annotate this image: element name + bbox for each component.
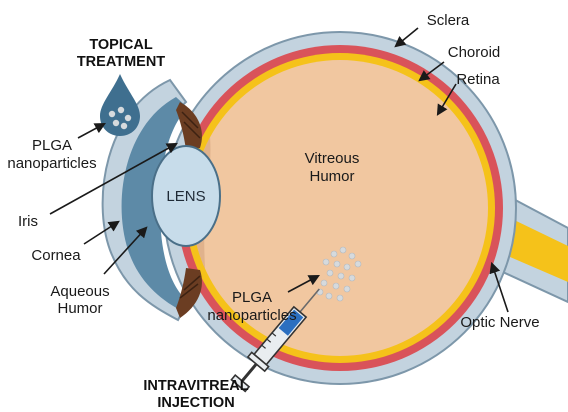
vitreous-humor-label-1: Vitreous [305,150,360,167]
topical-treatment-label-1: TOPICAL [89,37,153,53]
choroid-label: Choroid [448,44,501,61]
eye-drop-icon [100,74,140,136]
plga-left-label-2: nanoparticles [7,155,96,172]
arrow-sclera [396,28,418,46]
plga-center-label-1: PLGA [232,289,272,306]
lens-label: LENS [166,188,205,205]
intravitreal-injection-label-2: INJECTION [157,395,234,411]
optic-nerve-label: Optic Nerve [460,314,539,331]
retina-label: Retina [456,71,500,88]
vitreous-humor-label-2: Humor [309,168,354,185]
aqueous-humor-label-2: Humor [57,300,102,317]
topical-treatment-label-2: TREATMENT [77,54,165,70]
arrow-plga-left [78,124,104,138]
aqueous-humor-label-1: Aqueous [50,283,109,300]
intravitreal-injection-label-1: INTRAVITREAL [143,378,248,394]
iris-label: Iris [18,213,38,230]
cornea-label: Cornea [31,247,81,264]
plga-center-label-2: nanoparticles [207,307,296,324]
plga-left-label-1: PLGA [32,137,72,154]
sclera-label: Sclera [427,12,470,29]
